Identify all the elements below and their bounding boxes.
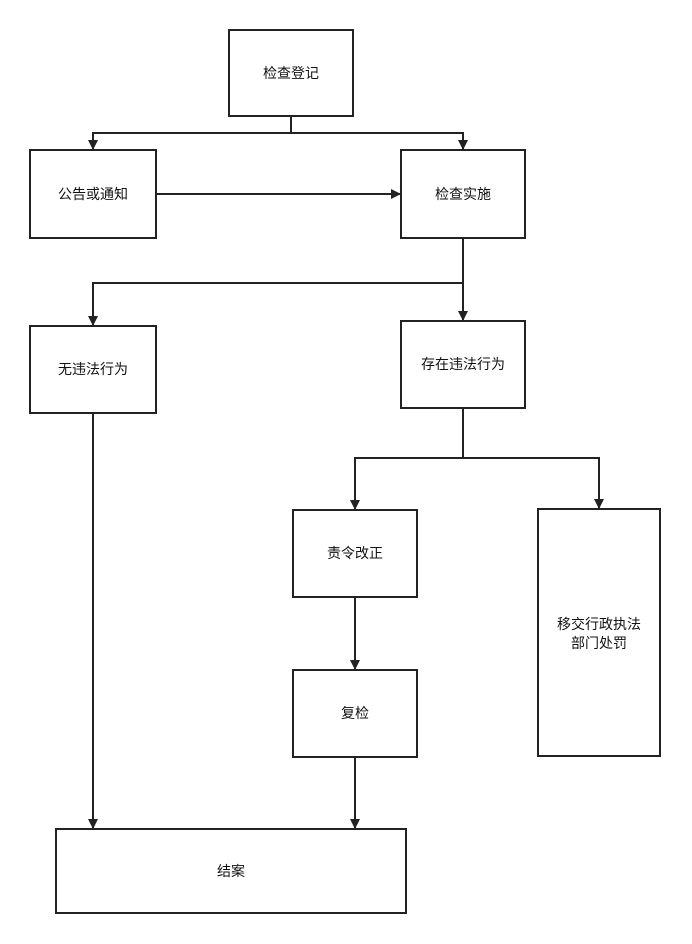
node-implement-box [400, 149, 526, 239]
node-register: 检查登记 [228, 29, 354, 117]
node-close-box [55, 828, 407, 914]
node-close-label: 结案 [217, 863, 245, 880]
node-transfer-box [537, 508, 661, 757]
node-implement-label: 检查实施 [435, 187, 491, 203]
node-notice: 公告或通知 [29, 149, 157, 239]
node-notice-label: 公告或通知 [58, 186, 128, 203]
node-transfer-label-line1: 移交行政执法 [557, 616, 641, 633]
node-rectify: 责令改正 [292, 509, 418, 598]
node-violation-label: 存在违法行为 [421, 357, 505, 373]
node-transfer: 移交行政执法 部门处罚 [537, 508, 661, 757]
node-violation: 存在违法行为 [400, 320, 526, 409]
node-violation-box [400, 320, 526, 409]
node-recheck-label: 复检 [341, 705, 369, 722]
node-notice-box [29, 149, 157, 239]
node-no-violation: 无违法行为 [29, 325, 157, 414]
node-register-label: 检查登记 [263, 66, 319, 82]
node-no-violation-label: 无违法行为 [58, 362, 128, 378]
edge-register-to-notice [88, 116, 292, 150]
edge-register-to-implement [291, 132, 468, 150]
node-recheck-box [292, 669, 418, 758]
node-rectify-label: 责令改正 [327, 546, 383, 562]
edge-violation-to-transfer [463, 457, 604, 509]
edge-implement-to-no-violation [88, 238, 464, 326]
edge-violation-to-rectify [350, 408, 464, 510]
node-close: 结案 [55, 828, 407, 914]
edges [88, 116, 604, 829]
node-rectify-box [292, 509, 418, 598]
node-recheck: 复检 [292, 669, 418, 758]
node-transfer-label-line2: 部门处罚 [571, 636, 627, 652]
node-implement: 检查实施 [400, 149, 526, 239]
node-register-box [228, 29, 354, 117]
node-no-violation-box [29, 325, 157, 414]
